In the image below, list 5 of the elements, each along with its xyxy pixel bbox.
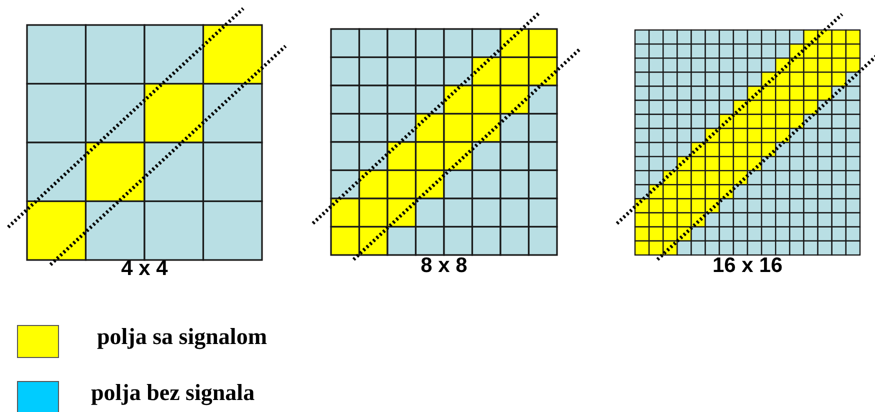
grid-size-label: 4 x 4	[121, 257, 168, 281]
legend-text: polja sa signalom	[97, 323, 267, 352]
grid-size-label: 16 x 16	[712, 254, 783, 278]
legend-text: polja bez signala	[91, 379, 255, 408]
grid-size-label: 8 x 8	[420, 254, 468, 278]
